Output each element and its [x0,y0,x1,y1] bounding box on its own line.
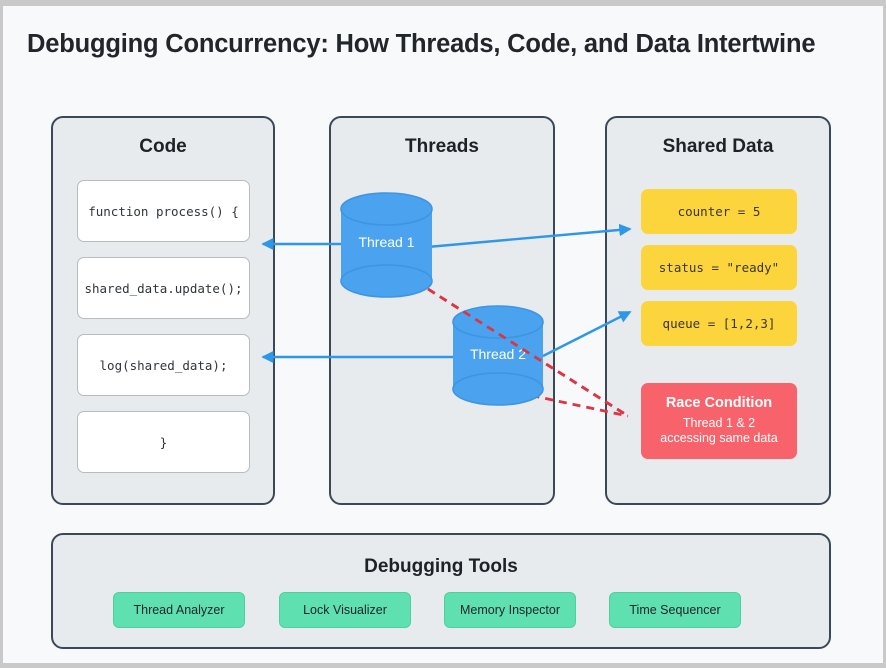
tool-button-time-sequencer[interactable]: Time Sequencer [609,592,741,628]
thread-cylinder-1[interactable] [340,192,433,298]
diagram-canvas: Debugging Concurrency: How Threads, Code… [3,6,883,663]
race-condition-title: Race Condition [665,395,773,412]
shared-variable-box[interactable]: status = "ready" [641,245,797,290]
tool-button-memory-inspector[interactable]: Memory Inspector [444,592,576,628]
race-condition-warning[interactable]: Race Condition Thread 1 & 2 accessing sa… [641,383,797,459]
page-title: Debugging Concurrency: How Threads, Code… [27,30,816,58]
tool-button-lock-visualizer[interactable]: Lock Visualizer [279,592,411,628]
debugging-tools-panel: Debugging Tools Thread Analyzer Lock Vis… [51,533,831,649]
thread-cylinders [340,192,544,406]
code-panel-title: Code [139,136,187,157]
race-condition-line2: accessing same data [660,431,778,446]
thread-cylinder-2[interactable] [452,305,544,406]
debugging-tools-title: Debugging Tools [364,556,518,577]
code-panel: Code function process() { shared_data.up… [51,116,275,505]
race-condition-line1: Thread 1 & 2 [682,416,756,431]
tool-button-thread-analyzer[interactable]: Thread Analyzer [113,592,245,628]
shared-data-panel: Shared Data counter = 5 status = "ready"… [605,116,831,505]
code-line-box[interactable]: log(shared_data); [77,334,250,396]
shared-data-panel-title: Shared Data [662,136,774,157]
code-line-box[interactable]: } [77,411,250,473]
threads-panel-title: Threads [405,136,479,157]
code-line-box[interactable]: function process() { [77,180,250,242]
shared-variable-box[interactable]: counter = 5 [641,189,797,234]
shared-variable-box[interactable]: queue = [1,2,3] [641,301,797,346]
code-line-box[interactable]: shared_data.update(); [77,257,250,319]
